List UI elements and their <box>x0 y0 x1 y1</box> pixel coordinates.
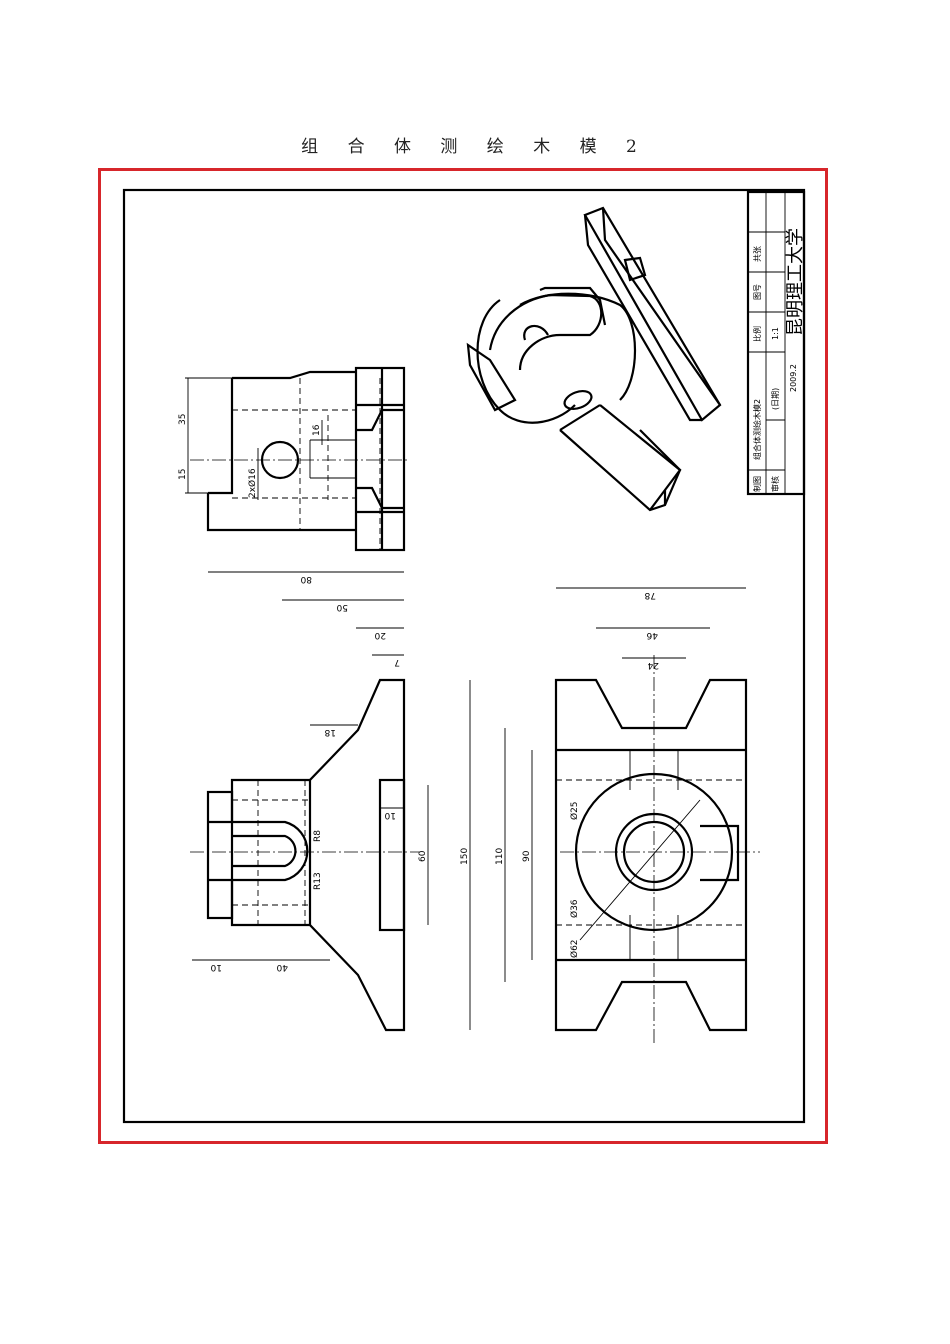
dim-dia25: Ø25 <box>569 801 580 820</box>
dim-dia62: Ø62 <box>569 939 580 958</box>
dim-16: 16 <box>312 424 322 436</box>
dim-46: 46 <box>646 630 658 640</box>
sheet-label: 图号 <box>753 284 762 300</box>
drawing-name: 组合体测绘木模2 <box>752 399 762 460</box>
scale-value: 1:1 <box>771 327 780 340</box>
drawing-date: 2009.2 <box>789 364 798 392</box>
left-view: 35 15 16 2xØ16 <box>178 366 410 552</box>
title-block: 比例 1:1 图号 共张 组合体测绘木模2 (日期) 2009.2 制图 审核 … <box>746 190 806 496</box>
dim-dia36: Ø36 <box>569 899 580 918</box>
dim-40: 40 <box>276 962 288 972</box>
dim-dia16: 2xØ16 <box>247 468 258 498</box>
drawing-sheet <box>98 168 828 1144</box>
dim-15: 15 <box>178 469 188 480</box>
dim-150: 150 <box>460 848 470 865</box>
dim-80: 80 <box>300 574 312 584</box>
school-name: 昆明理工大学 <box>785 228 806 336</box>
dim-10-top: 10 <box>384 810 396 820</box>
front-view: 80 50 20 7 18 10 60 R8 R13 10 40 <box>190 571 429 1032</box>
drawing-note: (日期) <box>771 388 780 410</box>
checked-by-label: 审核 <box>770 476 780 492</box>
sheet-value: 共张 <box>753 246 762 262</box>
isometric-view <box>466 206 722 512</box>
dim-18: 18 <box>324 727 336 737</box>
drawn-by-label: 制图 <box>752 476 762 492</box>
top-view: Ø25 Ø36 Ø62 78 46 24 150 110 90 <box>460 587 760 1045</box>
dim-10-bottom: 10 <box>210 962 222 972</box>
dim-7: 7 <box>394 657 400 667</box>
dim-r8: R8 <box>313 830 323 842</box>
dim-78: 78 <box>644 590 656 600</box>
dim-60: 60 <box>418 850 428 862</box>
dim-24: 24 <box>647 660 659 670</box>
dim-20: 20 <box>374 630 386 640</box>
dim-90: 90 <box>522 850 532 862</box>
inner-frame <box>122 188 806 1124</box>
page-title: 组 合 体 测 绘 木 模 2 <box>301 137 649 157</box>
scale-label: 比例 <box>752 326 762 342</box>
dim-50: 50 <box>336 602 348 612</box>
dim-35: 35 <box>178 414 188 425</box>
dim-110: 110 <box>495 848 505 865</box>
dim-r13: R13 <box>313 872 323 890</box>
